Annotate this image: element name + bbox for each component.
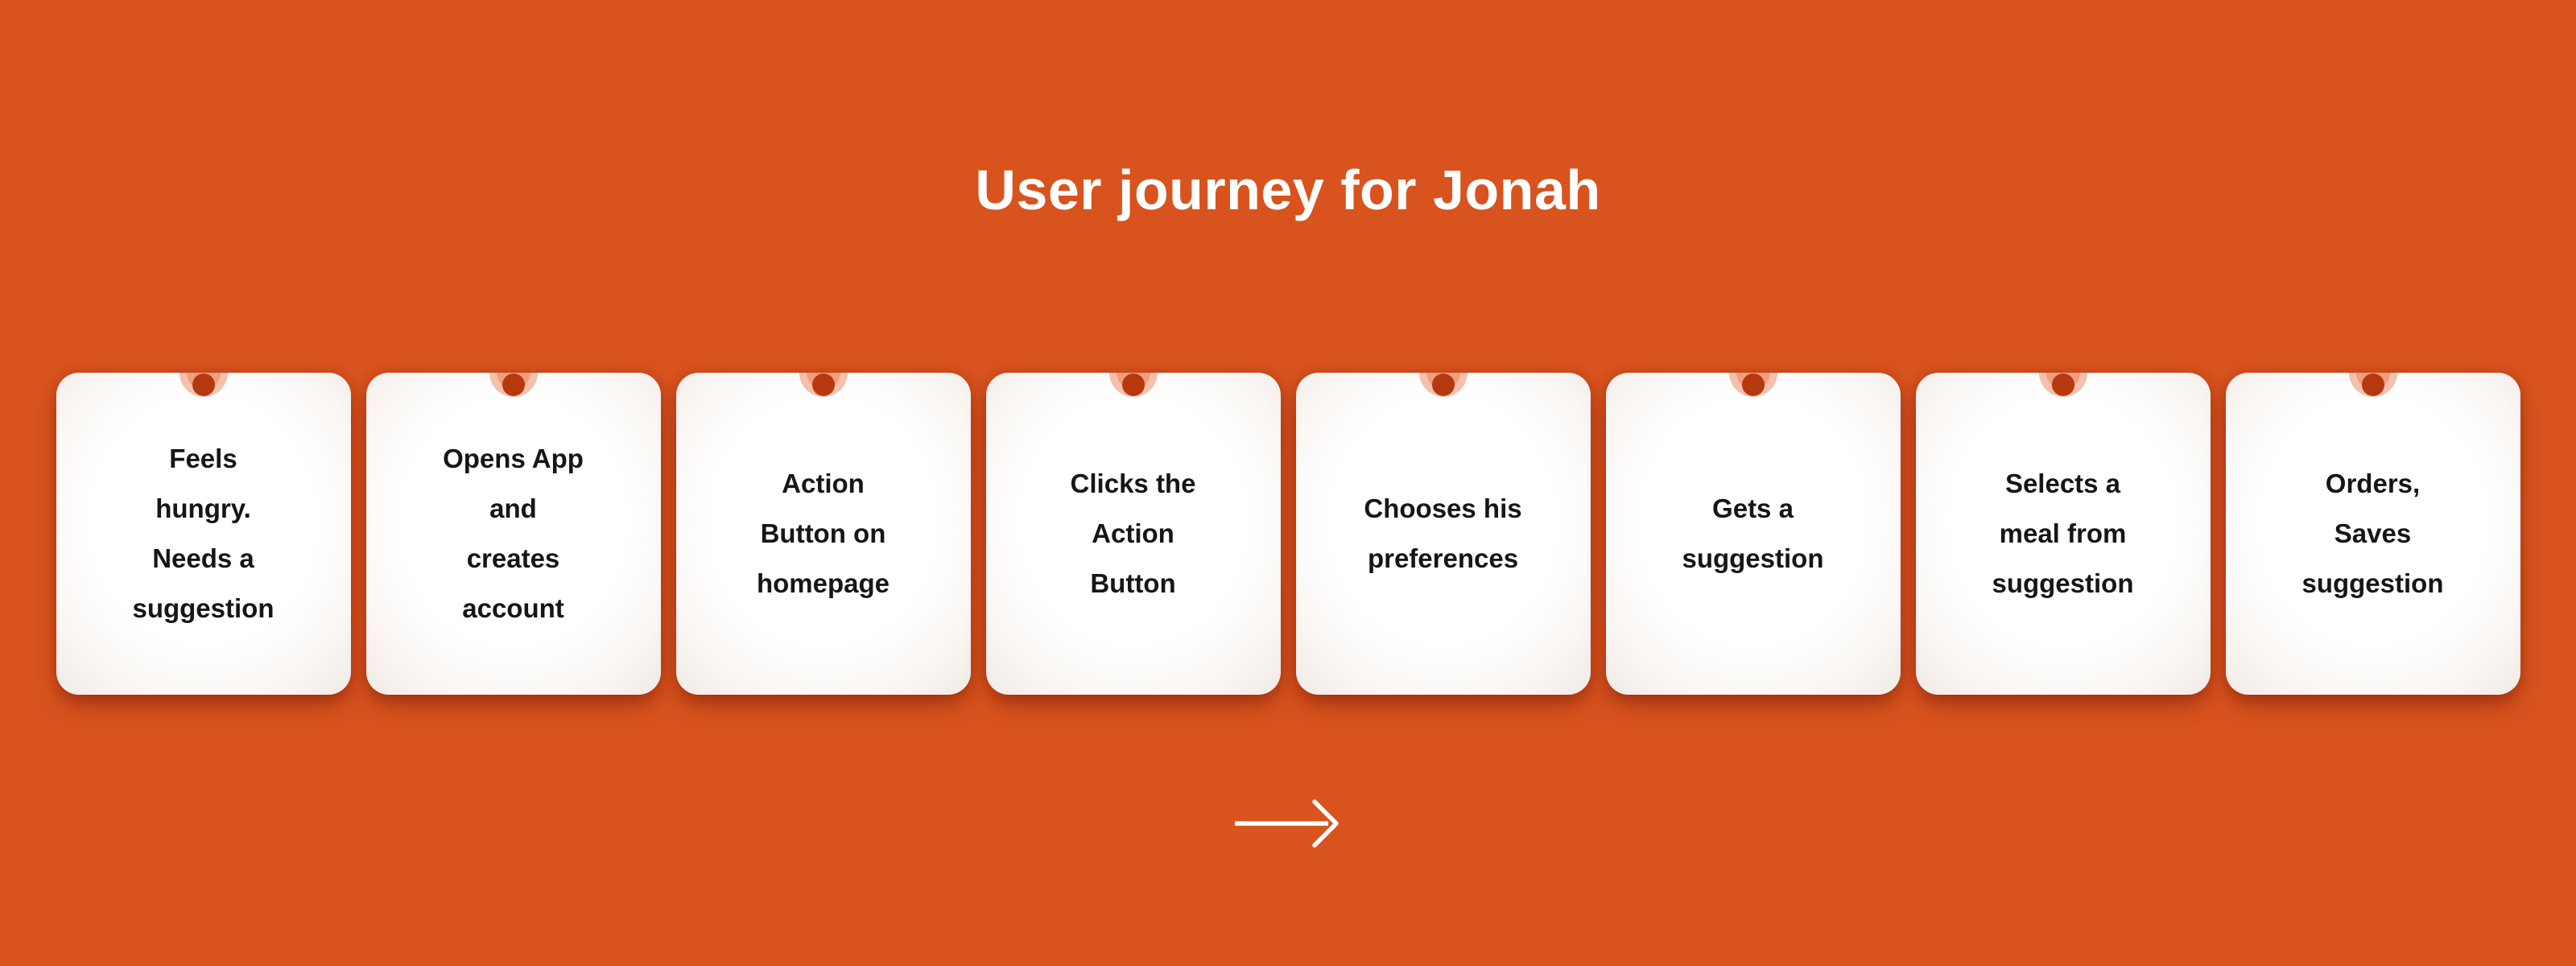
pin-halo-inner xyxy=(806,373,840,390)
pin-dot-icon xyxy=(2051,374,2074,396)
pin-halo-outer xyxy=(2038,373,2087,397)
pin-halo-inner xyxy=(1116,373,1150,390)
pin-halo-outer xyxy=(799,373,848,397)
pin-halo-outer xyxy=(1108,373,1158,397)
journey-step-card[interactable]: Gets a suggestion xyxy=(1605,373,1901,695)
pin-icon xyxy=(1108,373,1158,397)
journey-step-label: Opens App and creates account xyxy=(443,444,584,623)
pin-dot-icon xyxy=(502,374,525,396)
pin-halo-outer xyxy=(2348,373,2397,397)
next-arrow-icon[interactable] xyxy=(1233,799,1343,848)
journey-step-label: Orders, Saves suggestion xyxy=(2301,469,2444,598)
pin-dot-icon xyxy=(811,374,835,396)
pin-halo-outer xyxy=(489,373,538,397)
journey-step-label: Action Button on homepage xyxy=(756,469,890,598)
journey-step-card[interactable]: Action Button on homepage xyxy=(675,373,971,695)
pin-dot-icon xyxy=(1741,374,1765,396)
pin-icon xyxy=(1728,373,1777,397)
pin-halo-inner xyxy=(2046,373,2080,390)
pin-icon xyxy=(1418,373,1468,397)
journey-step-card[interactable]: Feels hungry. Needs a suggestion xyxy=(56,373,351,695)
pin-dot-icon xyxy=(2361,374,2384,396)
journey-step-card[interactable]: Chooses his preferences xyxy=(1295,373,1591,695)
pin-icon xyxy=(179,373,228,397)
pin-halo-outer xyxy=(1418,373,1468,397)
journey-step-card[interactable]: Opens App and creates account xyxy=(365,373,661,695)
journey-step-label: Chooses his preferences xyxy=(1364,493,1522,573)
pin-dot-icon xyxy=(192,374,215,396)
pin-halo-outer xyxy=(179,373,228,397)
journey-step-card[interactable]: Orders, Saves suggestion xyxy=(2225,373,2520,695)
page-title: User journey for Jonah xyxy=(975,159,1601,221)
journey-step-card[interactable]: Selects a meal from suggestion xyxy=(1915,373,2211,695)
pin-halo-inner xyxy=(1426,373,1460,390)
pin-halo-outer xyxy=(1728,373,1777,397)
pin-icon xyxy=(2348,373,2397,397)
pin-dot-icon xyxy=(1121,374,1145,396)
journey-step-label: Selects a meal from suggestion xyxy=(1992,469,2134,598)
journey-step-card[interactable]: Clicks the Action Button xyxy=(985,373,1281,695)
pin-halo-inner xyxy=(2355,373,2390,390)
journey-step-label: Gets a suggestion xyxy=(1682,493,1824,573)
journey-step-label: Clicks the Action Button xyxy=(1070,469,1196,598)
journey-steps-row: Feels hungry. Needs a suggestion Opens A… xyxy=(0,373,2576,695)
pin-halo-inner xyxy=(496,373,530,390)
pin-halo-inner xyxy=(1736,373,1770,390)
pin-icon xyxy=(489,373,538,397)
pin-icon xyxy=(2038,373,2087,397)
journey-step-label: Feels hungry. Needs a suggestion xyxy=(132,444,275,623)
right-arrow-glyph xyxy=(1235,799,1339,848)
pin-halo-inner xyxy=(186,373,221,390)
pin-dot-icon xyxy=(1431,374,1455,396)
pin-icon xyxy=(799,373,848,397)
